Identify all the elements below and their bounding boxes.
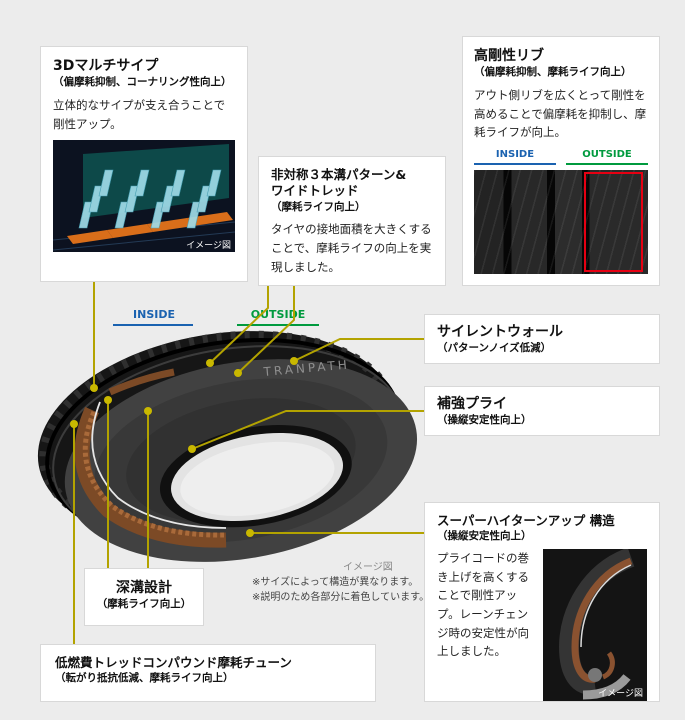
feature-box-rigid-rib: 高剛性リブ （偏摩耗抑制、摩耗ライフ向上） アウト側リブを広くとって剛性を高める… bbox=[462, 36, 660, 286]
footnote-color: ※説明のため各部分に着色しています。 bbox=[252, 592, 430, 603]
feature-title: 3Dマルチサイプ bbox=[53, 58, 159, 74]
sipe-3d-render: イメージ図 bbox=[52, 140, 236, 253]
main-image-note: イメージ図 bbox=[343, 562, 393, 573]
tire-cutaway-illustration: TRANPATH bbox=[37, 330, 418, 562]
feature-box-3d-multi-sipe: 3Dマルチサイプ （偏摩耗抑制、コーナリング性向上） 立体的なサイプが支え合うこ… bbox=[40, 46, 248, 282]
tire-section-render: イメージ図 bbox=[543, 547, 647, 701]
main-outside-label: OUTSIDE bbox=[250, 308, 306, 321]
feature-title: スーパーハイターンアップ 構造 bbox=[437, 513, 615, 528]
feature-subtitle: （偏摩耗抑制、摩耗ライフ向上） bbox=[474, 66, 632, 79]
feature-body: アウト側リブを広くとって剛性を高めることで偏摩耗を抑制し、摩耗ライフが向上。 bbox=[474, 87, 647, 140]
image-caption: イメージ図 bbox=[598, 688, 643, 699]
feature-box-turnup: スーパーハイターンアップ 構造 （操縦安定性向上） プライコードの巻き上げを高く… bbox=[424, 502, 660, 702]
feature-subtitle: （操縦安定性向上） bbox=[437, 414, 532, 427]
feature-title: 深溝設計 bbox=[116, 580, 172, 596]
image-caption: イメージ図 bbox=[186, 240, 231, 251]
feature-box-eco-compound: 低燃費トレッドコンパウンド摩耗チューン （転がり抵抗低減、摩耗ライフ向上） bbox=[40, 644, 376, 702]
feature-box-reinforced-ply: 補強プライ （操縦安定性向上） bbox=[424, 386, 660, 436]
feature-box-asymmetric-pattern: 非対称３本溝パターン& ワイドトレッド （摩耗ライフ向上） タイヤの接地面積を大… bbox=[258, 156, 446, 286]
turnup-section-image: イメージ図 bbox=[543, 547, 647, 701]
tread-pattern-image bbox=[474, 169, 648, 274]
feature-title: 補強プライ bbox=[437, 396, 507, 412]
feature-subtitle: （摩耗ライフ向上） bbox=[96, 598, 192, 611]
main-inside-label: INSIDE bbox=[133, 308, 175, 321]
feature-box-deep-groove: 深溝設計 （摩耗ライフ向上） bbox=[84, 568, 204, 626]
feature-subtitle: （偏摩耗抑制、コーナリング性向上） bbox=[53, 76, 232, 89]
feature-title: 低燃費トレッドコンパウンド摩耗チューン bbox=[55, 655, 292, 670]
feature-title: 高剛性リブ bbox=[474, 48, 544, 64]
feature-title-line2: ワイドトレッド bbox=[271, 183, 359, 199]
rib-inside-label: INSIDE bbox=[474, 149, 556, 165]
sipe-3d-image: イメージ図 bbox=[52, 140, 236, 253]
footnote-size: ※サイズによって構造が異なります。 bbox=[252, 577, 419, 588]
feature-subtitle: （転がり抵抗低減、摩耗ライフ向上） bbox=[55, 672, 234, 685]
feature-body: プライコードの巻き上げを高くすることで剛性アップ。レーンチェンジ時の安定性が向上… bbox=[437, 551, 529, 659]
feature-body: タイヤの接地面積を大きくすることで、摩耗ライフの向上を実現しました。 bbox=[271, 222, 432, 274]
footnotes: ※サイズによって構造が異なります。 ※説明のため各部分に着色しています。 bbox=[252, 575, 429, 605]
feature-subtitle: （操縦安定性向上） bbox=[437, 530, 532, 543]
feature-subtitle: （パターンノイズ低減） bbox=[437, 342, 552, 355]
rib-inside-outside-labels: INSIDE OUTSIDE bbox=[474, 149, 648, 165]
rib-outside-label: OUTSIDE bbox=[566, 149, 648, 165]
main-outside-underline bbox=[237, 324, 319, 326]
outside-rib-highlight bbox=[583, 171, 643, 272]
feature-box-silent-wall: サイレントウォール （パターンノイズ低減） bbox=[424, 314, 660, 364]
main-inside-underline bbox=[113, 324, 193, 326]
feature-subtitle: （摩耗ライフ向上） bbox=[271, 200, 366, 213]
feature-body: 立体的なサイプが支え合うことで剛性アップ。 bbox=[53, 97, 226, 131]
feature-title: サイレントウォール bbox=[437, 324, 563, 340]
feature-title-line1: 非対称３本溝パターン& bbox=[271, 167, 407, 182]
